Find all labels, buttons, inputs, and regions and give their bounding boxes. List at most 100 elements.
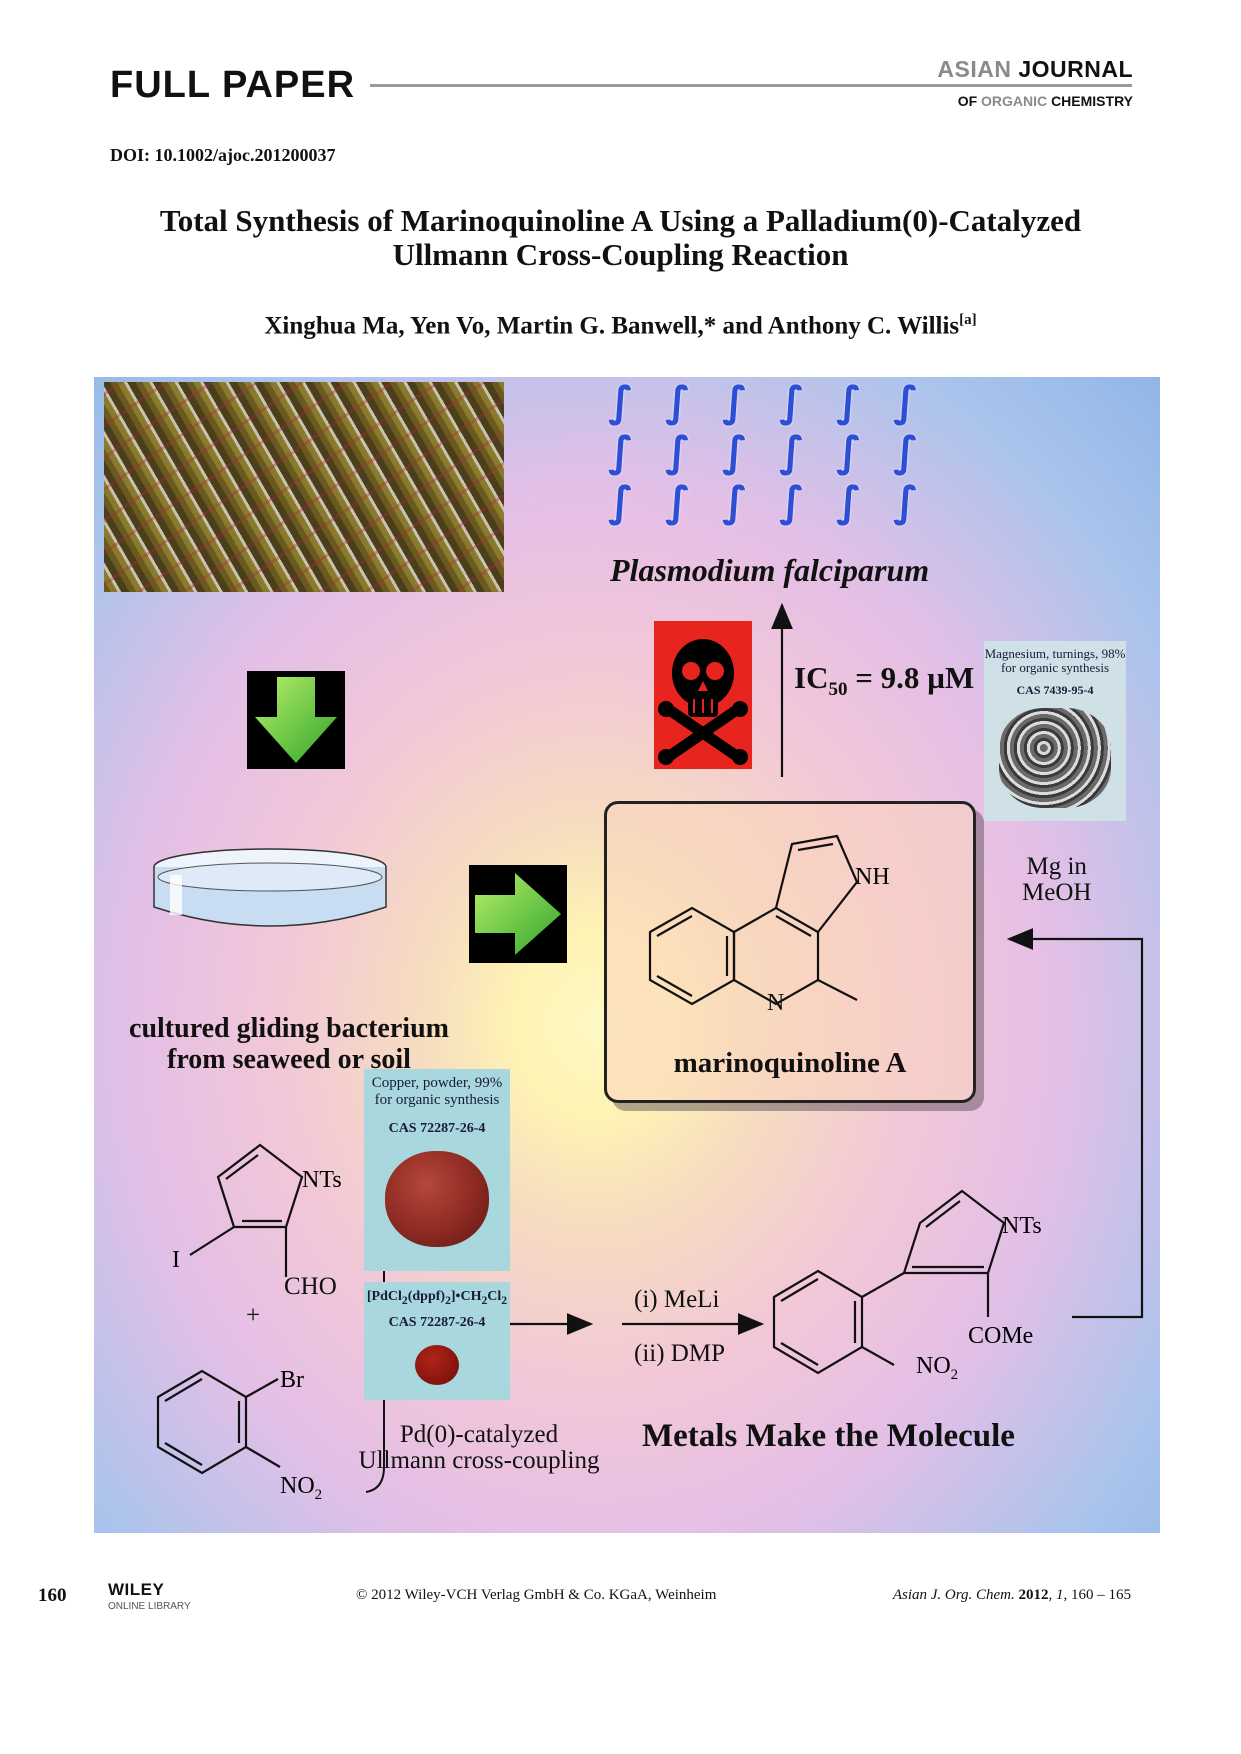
parasite-icon: ∫ bbox=[665, 477, 691, 526]
wiley-logo[interactable]: WILEY ONLINE LIBRARY bbox=[108, 1580, 191, 1612]
magnesium-reagent-card: Magnesium, turnings, 98%for organic synt… bbox=[984, 641, 1126, 821]
parasite-icon: ∫ bbox=[893, 427, 919, 476]
journal-logo: ASIAN JOURNAL OF ORGANIC CHEMISTRY bbox=[937, 56, 1133, 109]
int-no: NO bbox=[916, 1353, 951, 1379]
mg-cond-line2: MeOH bbox=[1022, 879, 1092, 906]
parasite-icon: ∫ bbox=[608, 377, 634, 426]
cu-cas: CAS 72287-26-4 bbox=[388, 1121, 486, 1136]
parasite-icon: ∫ bbox=[893, 477, 919, 526]
step1-conditions: (i) MeLi bbox=[634, 1286, 720, 1313]
marinoquinoline-structure: NH N bbox=[648, 834, 890, 1016]
right-arrow-tile bbox=[469, 865, 567, 963]
sm1-cho-label: CHO bbox=[284, 1273, 337, 1300]
author-list: Xinghua Ma, Yen Vo, Martin G. Banwell,* … bbox=[100, 312, 1141, 340]
doi[interactable]: DOI: 10.1002/ajoc.201200037 bbox=[110, 145, 336, 165]
cu-line1: Copper, powder, 99% bbox=[371, 1075, 503, 1091]
affiliation-mark[interactable]: [a] bbox=[959, 312, 977, 328]
mg-conditions: Mg in MeOH bbox=[1022, 854, 1091, 906]
right-arrow-icon bbox=[475, 873, 561, 955]
parasite-icon: ∫ bbox=[665, 427, 691, 476]
copyright: © 2012 Wiley-VCH Verlag GmbH & Co. KGaA,… bbox=[356, 1587, 717, 1603]
sm1-i-label: I bbox=[172, 1247, 180, 1273]
author-names: Xinghua Ma, Yen Vo, Martin G. Banwell,* … bbox=[264, 312, 960, 340]
parasite-icon: ∫ bbox=[608, 427, 634, 476]
journal-line2-chem: CHEMISTRY bbox=[1051, 93, 1133, 109]
journal-line2-accent: ORGANIC bbox=[981, 93, 1048, 109]
deprotection-arrow bbox=[1006, 928, 1144, 1319]
parasite-icon: ∫ bbox=[779, 427, 805, 476]
mg-cond-line1: Mg in bbox=[1026, 853, 1087, 880]
parasite-icon: ∫ bbox=[722, 377, 748, 426]
parasite-grid: ∫∫∫∫∫∫∫∫∫∫∫∫∫∫∫∫∫∫ bbox=[608, 379, 948, 525]
parasite-icon: ∫ bbox=[722, 427, 748, 476]
coupling-caption: Pd(0)-catalyzed Ullmann cross-coupling bbox=[344, 1422, 614, 1474]
pd-f2: (dppf) bbox=[407, 1289, 446, 1304]
journal-line1-accent: ASIAN bbox=[937, 56, 1012, 82]
sm2-no-label: NO2 bbox=[280, 1473, 322, 1503]
ic50-value: IC50 = 9.8 µM bbox=[794, 660, 974, 701]
coupling-line1: Pd(0)-catalyzed bbox=[399, 1421, 559, 1448]
section-label: FULL PAPER bbox=[110, 64, 356, 106]
wiley-sub: ONLINE LIBRARY bbox=[108, 1601, 191, 1612]
citation-pages: 160 – 165 bbox=[1071, 1587, 1131, 1603]
parasite-icon: ∫ bbox=[836, 377, 862, 426]
graphical-abstract: ∫∫∫∫∫∫∫∫∫∫∫∫∫∫∫∫∫∫ Plasmodium falciparum bbox=[94, 377, 1160, 1533]
mg-cas: CAS 7439-95-4 bbox=[1016, 683, 1094, 697]
step2-conditions: (ii) DMP bbox=[634, 1340, 725, 1367]
bromonitrobenzene-structure: Br NO2 bbox=[156, 1367, 322, 1503]
parasite-icon: ∫ bbox=[893, 377, 919, 426]
copper-reagent-card: Copper, powder, 99%for organic synthesis… bbox=[364, 1069, 510, 1271]
parasite-icon: ∫ bbox=[779, 477, 805, 526]
down-arrow-icon bbox=[255, 677, 337, 763]
journal-line2-of: OF bbox=[957, 93, 978, 109]
palladium-reagent-card: [PdCl2(dppf)2]•CH2Cl2 CAS 72287-26-4 bbox=[364, 1282, 510, 1400]
sm2-no-sub: 2 bbox=[315, 1487, 323, 1503]
pd-f1: [PdCl bbox=[366, 1289, 402, 1304]
parasite-icon: ∫ bbox=[779, 377, 805, 426]
ic50-sub: 50 bbox=[828, 679, 848, 701]
pd-s4: 2 bbox=[501, 1293, 508, 1307]
citation-journal: Asian J. Org. Chem. bbox=[892, 1587, 1015, 1603]
citation-year: 2012 bbox=[1018, 1587, 1049, 1603]
title-line1: Total Synthesis of Marinoquinoline A Usi… bbox=[159, 203, 1082, 238]
page-number: 160 bbox=[38, 1585, 67, 1606]
organism-label: Plasmodium falciparum bbox=[610, 552, 930, 588]
bacterium-caption: cultured gliding bacterium from seaweed … bbox=[94, 1013, 484, 1075]
sm1-nts-label: NTs bbox=[302, 1167, 342, 1193]
product-name: marinoquinoline A bbox=[673, 1047, 907, 1079]
int-come-label: COMe bbox=[968, 1323, 1033, 1349]
copper-powder-image bbox=[385, 1151, 489, 1247]
mg-line1: Magnesium, turnings, 98% bbox=[984, 646, 1126, 661]
parasite-icon: ∫ bbox=[665, 377, 691, 426]
parasite-icon: ∫ bbox=[836, 477, 862, 526]
mg-turnings-image bbox=[999, 708, 1111, 808]
coupled-intermediate-structure: NTs COMe NO2 bbox=[772, 1189, 1042, 1383]
pd-s1: 2 bbox=[401, 1293, 408, 1307]
ic50-number: = 9.8 µM bbox=[847, 660, 975, 695]
pd-cas: CAS 72287-26-4 bbox=[388, 1314, 486, 1330]
iodopyrrole-structure: NTs I bbox=[172, 1143, 342, 1277]
pd-f3: ]•CH bbox=[450, 1289, 482, 1304]
header-rule bbox=[370, 84, 1132, 87]
citation: Asian J. Org. Chem. 2012, 1, 160 – 165 bbox=[892, 1587, 1131, 1603]
toxicity-tile bbox=[654, 621, 752, 769]
skull-crossbones-icon bbox=[658, 639, 748, 765]
paper-title: Total Synthesis of Marinoquinoline A Usi… bbox=[100, 204, 1141, 272]
parasite-icon: ∫ bbox=[722, 477, 748, 526]
citation-volume: 1 bbox=[1056, 1587, 1064, 1603]
int-nts-label: NTs bbox=[1002, 1213, 1042, 1239]
down-arrow-tile bbox=[247, 671, 345, 769]
int-no-sub: 2 bbox=[951, 1367, 959, 1383]
petri-dish-icon bbox=[153, 848, 387, 927]
pd-s2: 2 bbox=[445, 1293, 451, 1307]
product-box: NH N marinoquinoline A bbox=[604, 801, 976, 1103]
cu-line2: for organic synthesis bbox=[374, 1092, 500, 1108]
coupling-line2: Ullmann cross-coupling bbox=[358, 1447, 600, 1474]
title-line2: Ullmann Cross-Coupling Reaction bbox=[392, 237, 849, 272]
nh-label: NH bbox=[855, 864, 890, 890]
ring-n-label: N bbox=[767, 990, 784, 1016]
mg-line2: for organic synthesis bbox=[1000, 660, 1110, 675]
pd-catalyst-image bbox=[415, 1344, 459, 1385]
int-no-label: NO2 bbox=[916, 1353, 958, 1383]
pd-s3: 2 bbox=[481, 1293, 488, 1307]
